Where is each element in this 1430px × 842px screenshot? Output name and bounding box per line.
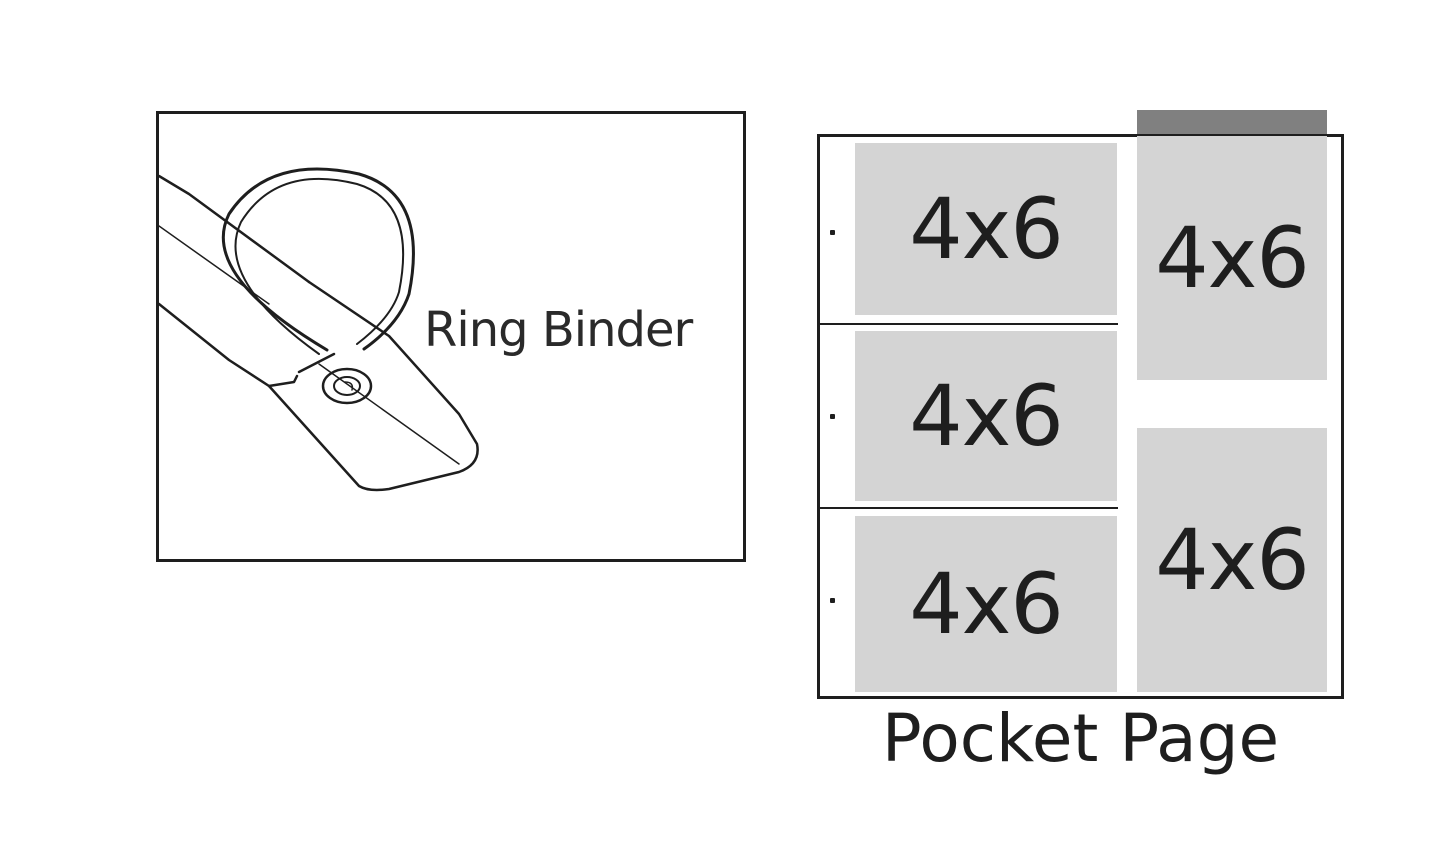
binder-hole [830,598,835,603]
pocket-slot-right-top: 4x6 [1137,136,1327,380]
ring-binder-panel: Ring Binder [156,111,746,562]
ring-binder-icon [159,167,479,492]
pocket-slot-left-top: 4x6 [855,143,1117,315]
pocket-slot-left-bottom: 4x6 [855,516,1117,692]
ring-binder-label: Ring Binder [424,302,693,358]
page-tab [1137,110,1327,136]
pocket-slot-right-bottom: 4x6 [1137,428,1327,692]
pocket-divider [820,323,1118,325]
binder-hole [830,230,835,235]
pocket-page-caption: Pocket Page [881,700,1280,777]
pocket-slot-left-middle: 4x6 [855,331,1117,501]
pocket-divider [820,507,1118,509]
binder-hole [830,414,835,419]
